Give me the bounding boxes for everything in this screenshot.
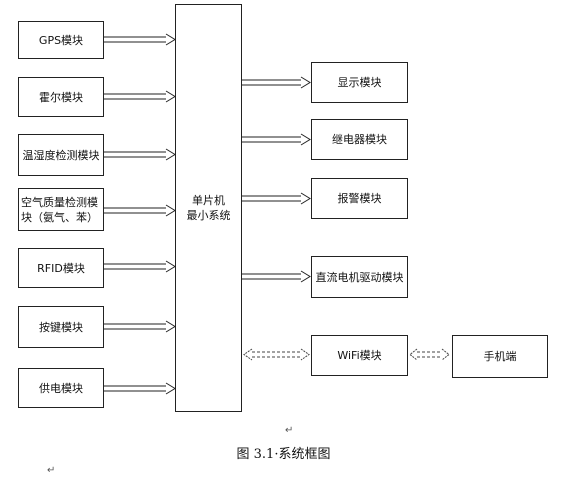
display-module-label: 显示模块 [337, 76, 382, 89]
mcu-label-line2: 最小系统 [186, 209, 231, 222]
hall-module-label: 霍尔模块 [39, 90, 83, 104]
figure-caption: 图 3.1·系统框图 [236, 447, 331, 462]
arrow-mcu-to-relay [242, 133, 311, 146]
arrow-air-quality-to-mcu [104, 204, 176, 217]
arrow-mcu-to-display [242, 76, 311, 89]
arrow-hall-to-mcu [104, 90, 176, 103]
arrow-wifi-phone-bidirectional [409, 348, 450, 361]
power-module-box: 供电模块 [18, 368, 104, 408]
alarm-module-box: 报警模块 [311, 178, 408, 219]
key-module-label: 按键模块 [39, 320, 83, 334]
temp-humidity-module-label: 温湿度检测模块 [22, 148, 100, 162]
gps-module-box: GPS模块 [18, 21, 104, 59]
mcu-label-line1: 单片机 [192, 194, 225, 207]
relay-module-box: 继电器模块 [311, 119, 408, 160]
arrow-rfid-to-mcu [104, 260, 176, 273]
arrow-key-to-mcu [104, 320, 176, 333]
wifi-module-label: WiFi模块 [337, 349, 382, 362]
return-mark-top: ↵ [285, 425, 294, 436]
power-module-label: 供电模块 [39, 381, 83, 395]
gps-module-label: GPS模块 [38, 33, 84, 47]
air-quality-module-label: 空气质量检测模块（氨气、苯） [21, 195, 98, 224]
wifi-module-box: WiFi模块 [311, 335, 408, 376]
relay-module-label: 继电器模块 [332, 133, 387, 146]
arrow-power-to-mcu [104, 382, 176, 395]
arrow-temp-humidity-to-mcu [104, 148, 176, 161]
display-module-box: 显示模块 [311, 62, 408, 103]
arrow-mcu-wifi-bidirectional [243, 348, 310, 361]
arrow-mcu-to-dc-motor [242, 270, 311, 283]
phone-box: 手机端 [452, 335, 548, 378]
key-module-box: 按键模块 [18, 306, 104, 348]
rfid-module-label: RFID模块 [37, 261, 85, 275]
dc-motor-driver-module-box: 直流电机驱动模块 [311, 256, 408, 298]
temp-humidity-module-box: 温湿度检测模块 [18, 134, 104, 176]
arrow-mcu-to-alarm [242, 192, 311, 205]
dc-motor-driver-module-label: 直流电机驱动模块 [315, 270, 404, 284]
arrow-gps-to-mcu [104, 33, 176, 46]
phone-label: 手机端 [483, 350, 517, 363]
return-mark-bottom: ↵ [47, 465, 56, 476]
hall-module-box: 霍尔模块 [18, 77, 104, 117]
air-quality-module-box: 空气质量检测模块（氨气、苯） [18, 188, 104, 231]
alarm-module-label: 报警模块 [337, 192, 382, 205]
mcu-box: 单片机 最小系统 [175, 4, 242, 412]
rfid-module-box: RFID模块 [18, 248, 104, 288]
